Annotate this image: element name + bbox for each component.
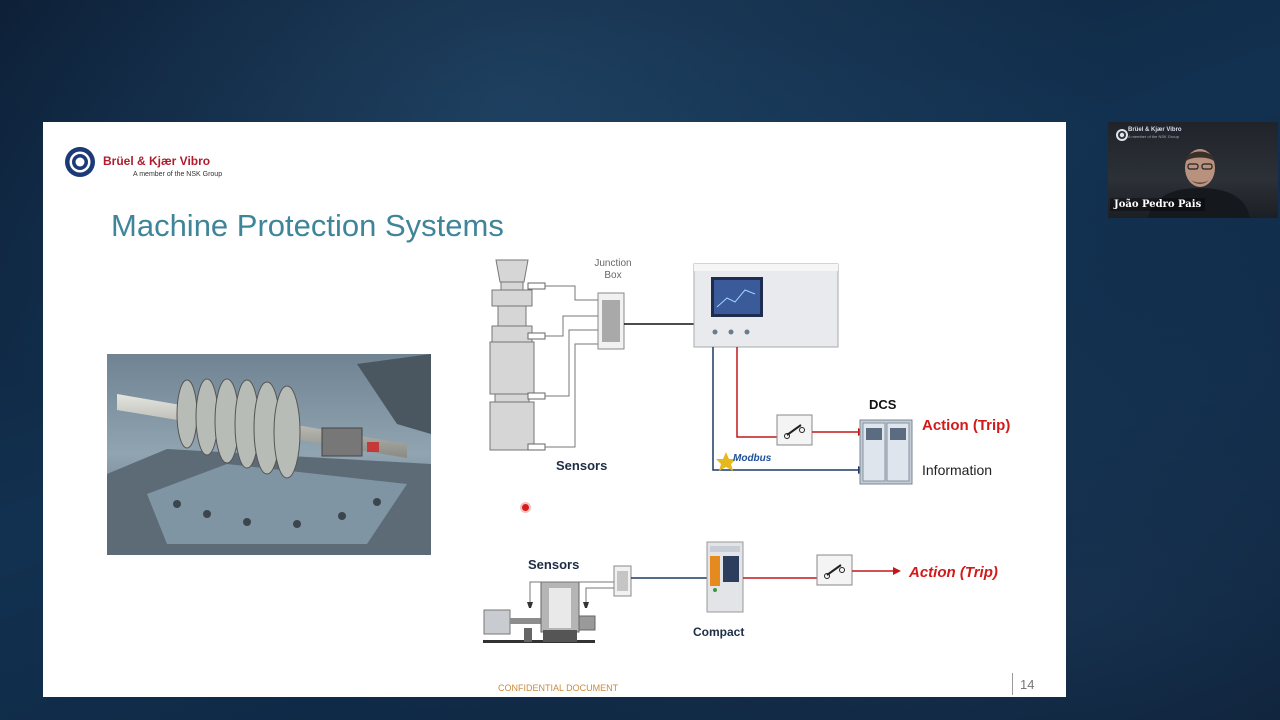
video-brand-name: Brüel & Kjær Vibro (1128, 127, 1182, 133)
slide-title: Machine Protection Systems (111, 208, 504, 243)
laser-pointer (522, 504, 529, 511)
video-brand-subtitle: A member of the NSK Group (1128, 134, 1179, 139)
sensors-label-top: Sensors (556, 458, 608, 473)
confidential-footer: CONFIDENTIAL DOCUMENT (498, 683, 619, 693)
brand-subtitle: A member of the NSK Group (133, 171, 223, 178)
presentation-slide: Brüel & Kjær Vibro A member of the NSK G… (43, 122, 1066, 697)
compact-label: Compact (693, 625, 745, 639)
turbine-photo (107, 354, 431, 555)
participant-avatar (1148, 149, 1250, 218)
action-trip-label-bottom: Action (Trip) (909, 564, 998, 581)
information-label: Information (922, 462, 993, 478)
participant-name: João Pedro Pais (1110, 198, 1206, 211)
brand-name: Brüel & Kjær Vibro (103, 154, 211, 168)
junction-box-label: Junction Box (594, 258, 632, 281)
page-number: 14 (1020, 677, 1035, 692)
brand-logo-icon (1116, 129, 1128, 141)
action-trip-label-top: Action (Trip) (922, 417, 1011, 434)
machine-stack (489, 259, 535, 451)
page-divider (1012, 673, 1013, 695)
system-diagram (483, 259, 913, 643)
brand-logo-icon (65, 147, 95, 177)
modbus-label: Modbus (733, 453, 772, 464)
participant-video-tile[interactable]: Brüel & Kjær Vibro A member of the NSK G… (1108, 122, 1278, 218)
dcs-label: DCS (869, 397, 897, 412)
sensors-label-bottom: Sensors (528, 557, 580, 572)
